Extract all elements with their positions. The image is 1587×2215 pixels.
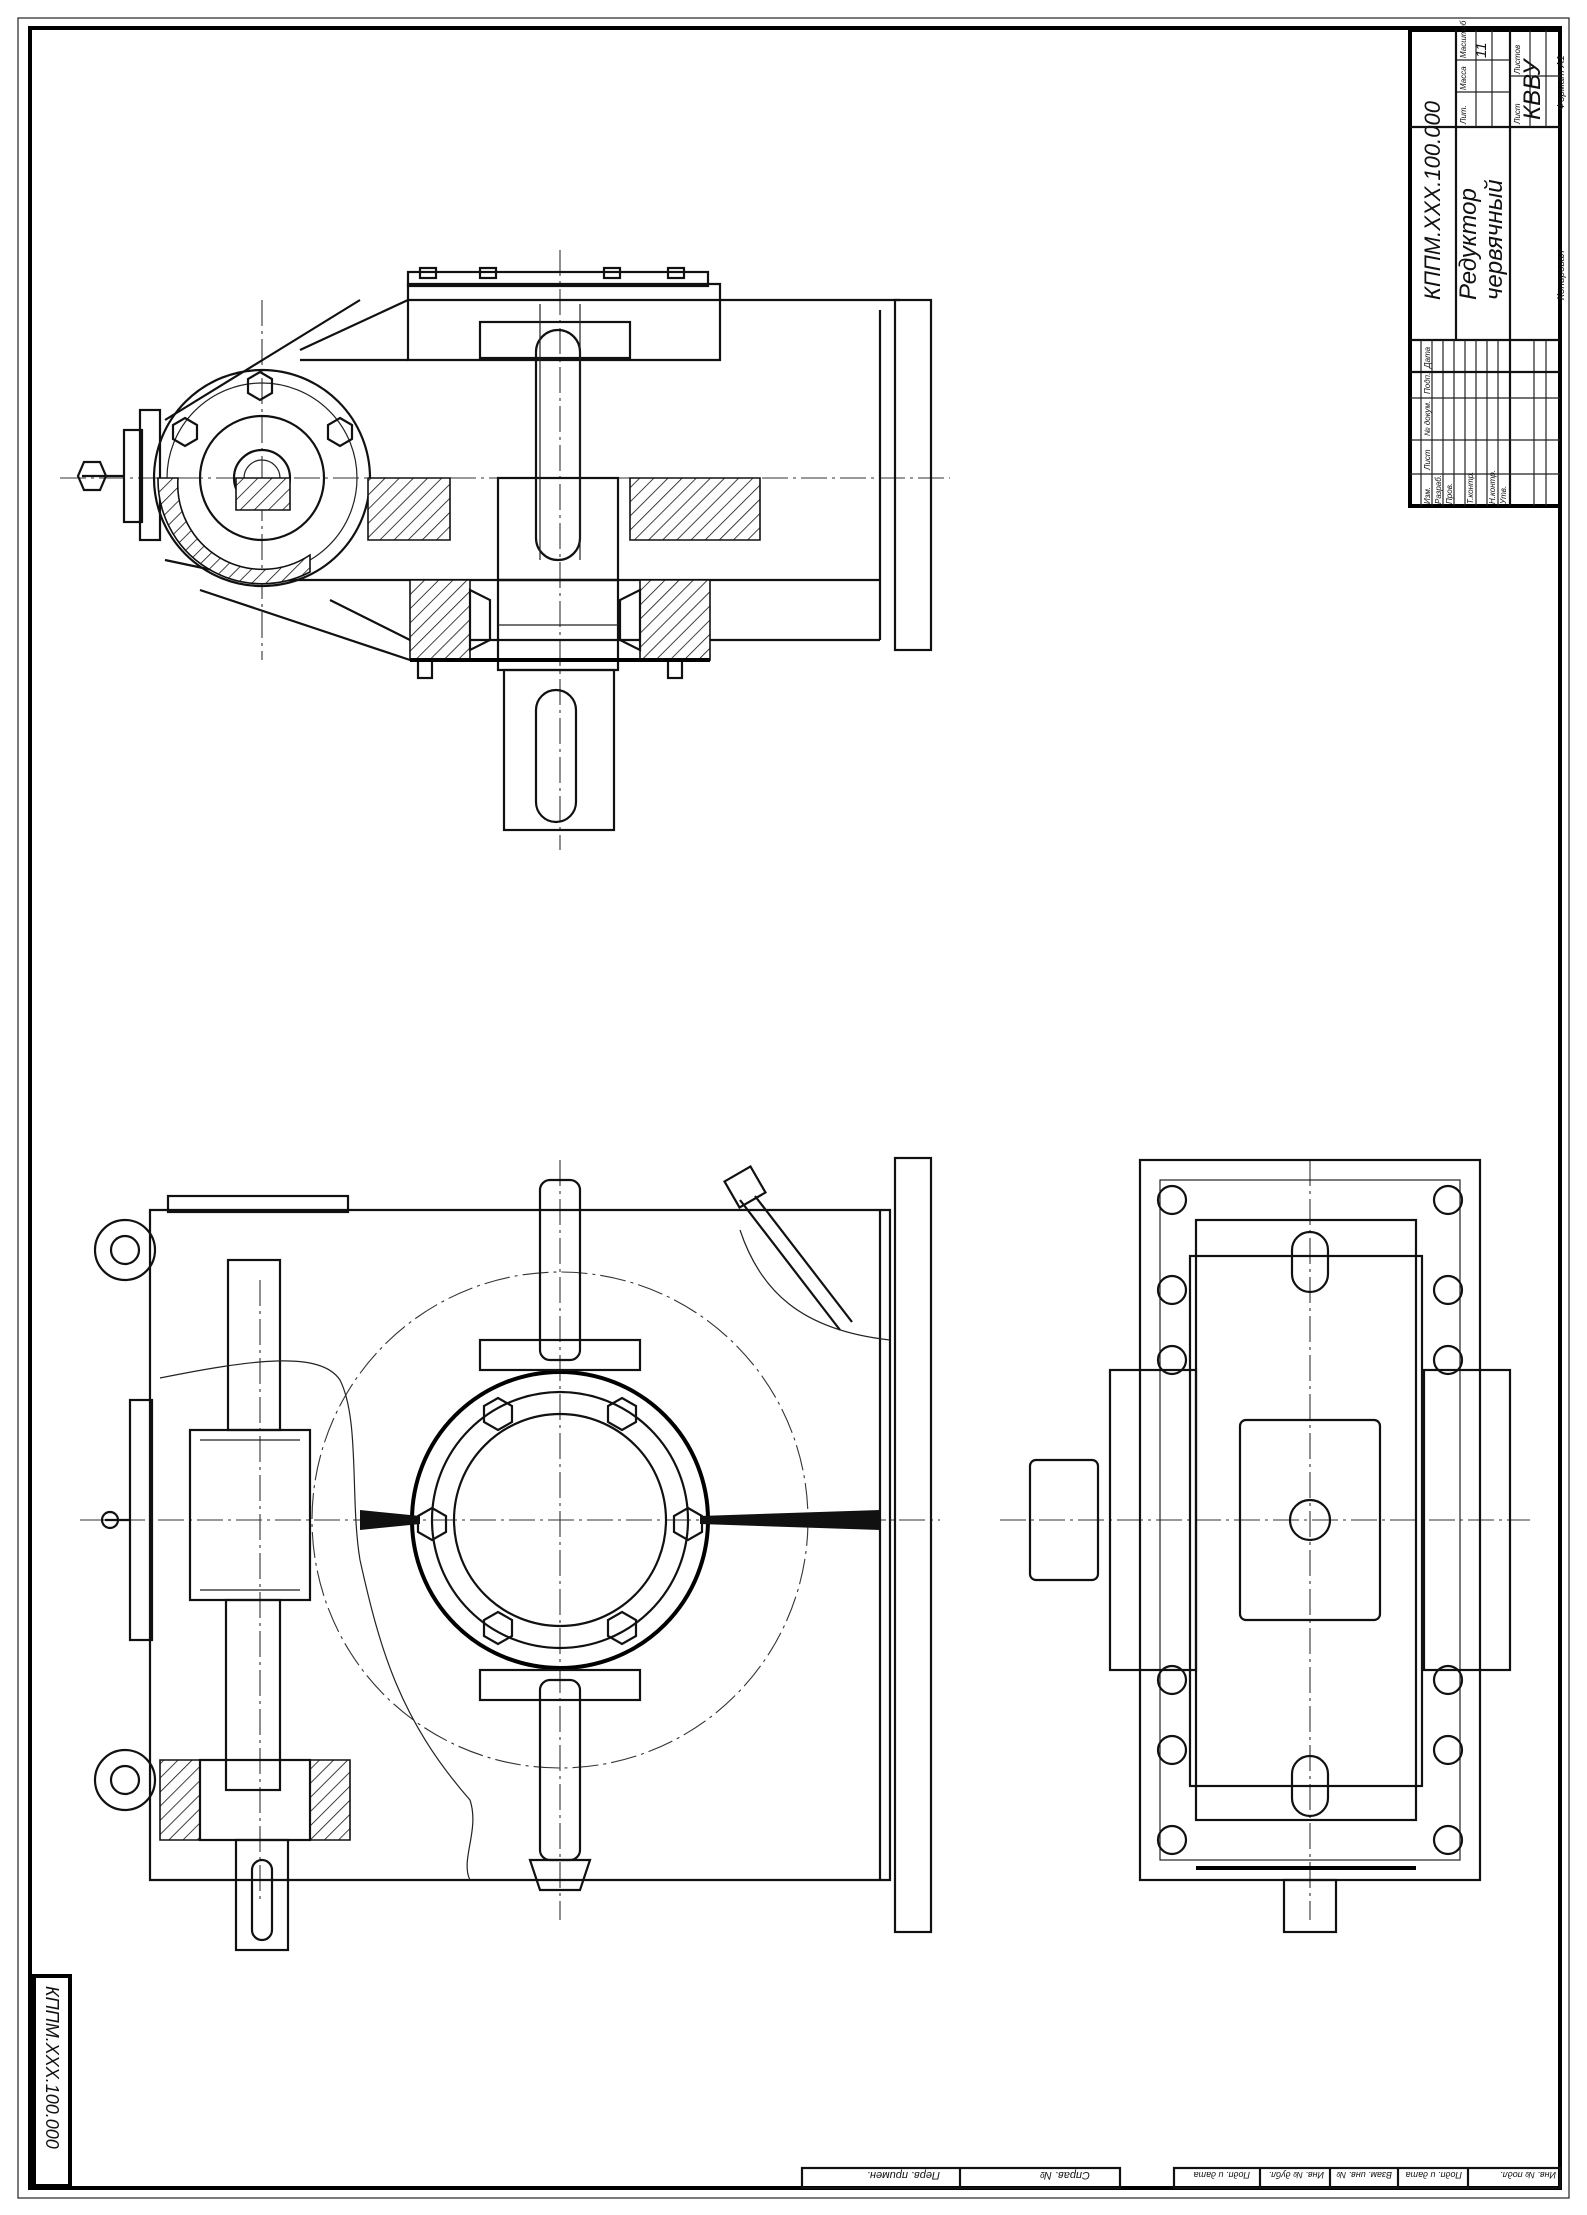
roles-grid: [1410, 340, 1560, 506]
drawing-frame: [17, 17, 1570, 2199]
title-role-dev: Разраб.: [1434, 475, 1443, 504]
title-col-izm: Изм.: [1423, 487, 1432, 504]
title-label-sheet: Лист: [1513, 103, 1522, 125]
title-role-tcontrol: Т.контр.: [1466, 472, 1475, 504]
title-role-check: Пров.: [1445, 483, 1454, 504]
title-col-date: Дата: [1423, 346, 1432, 369]
side-stamp: КППМ.XXX.100.000: [32, 1974, 72, 2188]
title-col-lit: Лит.: [1459, 105, 1468, 125]
title-name-line2: червячный: [1481, 179, 1508, 300]
strip-inv-orig: Инв. № подл.: [1500, 2170, 1556, 2180]
top-bolts: [418, 266, 686, 280]
title-role-approve: Утв.: [1499, 486, 1508, 505]
title-col-mass: Масса: [1459, 66, 1468, 90]
strip-reference: Справ. №: [1040, 2169, 1090, 2181]
title-block: КППМ.XXX.100.000 Редуктор червячный КВВУ…: [1408, 20, 1567, 508]
gearbox-front-view: [80, 1156, 940, 1952]
title-format: Формат А1: [1556, 55, 1567, 110]
title-organization: КВВУ: [1519, 57, 1546, 120]
lit-mass-scale-grid: [1454, 30, 1560, 127]
strip-sign-date-1: Подп. и дата: [1194, 2170, 1250, 2180]
strip-inv-dup: Инв. № дубл.: [1269, 2170, 1324, 2180]
gearbox-side-view: [1000, 1158, 1530, 1934]
title-col-sign: Подп.: [1423, 373, 1432, 394]
title-col-scale: Масштаб: [1459, 20, 1468, 58]
title-sheets-total: 11: [1473, 42, 1490, 58]
gearbox-top-section-view: [60, 250, 950, 850]
title-label-sheets: Листов: [1513, 45, 1522, 75]
title-role-ncontrol: Н.контр.: [1488, 470, 1497, 504]
strip-replace-inv: Взам. инв. №: [1336, 2170, 1392, 2180]
frame-bolts: [1156, 1184, 1464, 1856]
title-col-list: Лист: [1423, 449, 1432, 471]
title-copied: Копировал: [1556, 250, 1567, 300]
title-document-code: КППМ.XXX.100.000: [1420, 100, 1445, 300]
title-col-doc: № докум.: [1423, 401, 1432, 436]
strip-sign-date-2: Подп. и дата: [1406, 2170, 1462, 2180]
title-name-line1: Редуктор: [1455, 188, 1482, 300]
bottom-strip: Перв. примен. Справ. № Подп. и дата Инв.…: [800, 2166, 1562, 2190]
side-stamp-code: КППМ.XXX.100.000: [42, 1986, 62, 2149]
strip-first-use: Перв. примен.: [867, 2169, 940, 2181]
